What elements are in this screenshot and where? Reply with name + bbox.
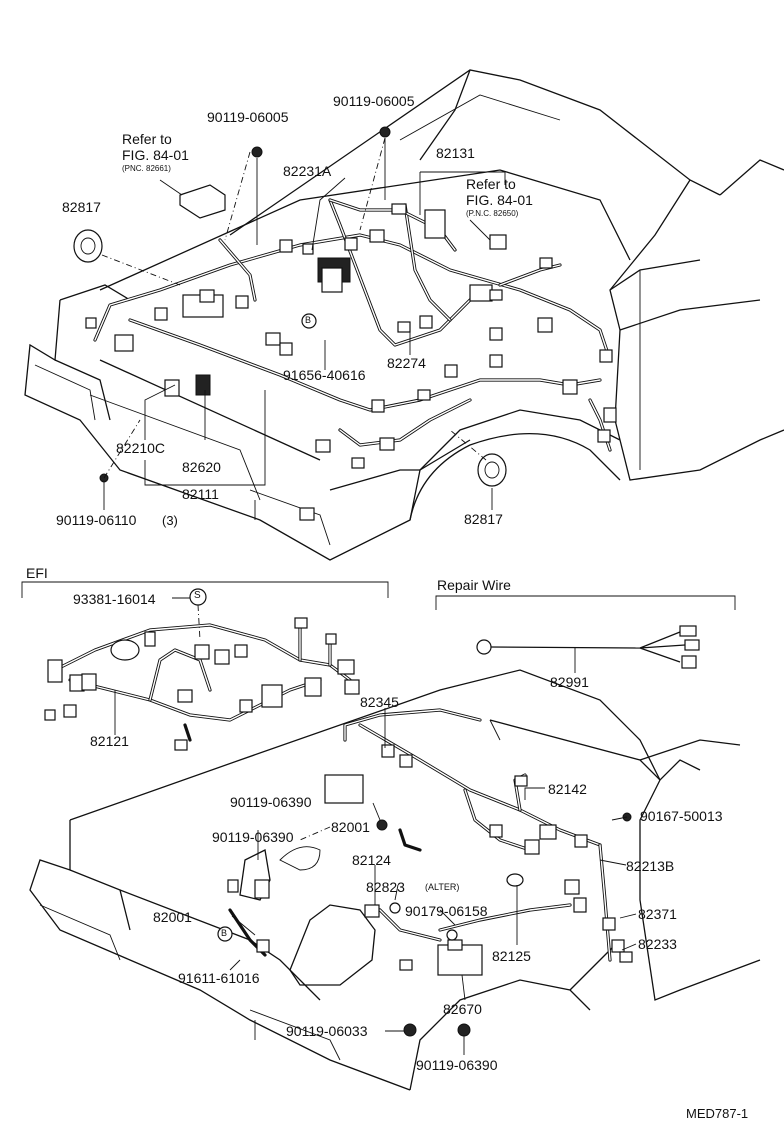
- label-91656-40616: 91656-40616: [283, 367, 366, 383]
- label-82001-b: 82001: [153, 909, 192, 925]
- label-bolt-90119-06005-b: 90119-06005: [333, 93, 415, 109]
- upper-leader-lines: [101, 137, 506, 510]
- lower-harness: [217, 708, 633, 1037]
- label-82991: 82991: [550, 674, 589, 690]
- label-82111: 82111: [182, 486, 219, 502]
- lower-vehicle-body: [29, 669, 761, 1091]
- label-82142: 82142: [548, 781, 587, 797]
- repair-section-title: Repair Wire: [437, 577, 511, 593]
- label-82001-a: 82001: [331, 819, 370, 835]
- label-82210c: 82210C: [116, 440, 166, 456]
- label-82371: 82371: [638, 906, 677, 922]
- label-82817-left: 82817: [62, 199, 101, 215]
- label-82124: 82124: [352, 852, 391, 868]
- efi-section: [21, 581, 389, 751]
- label-bolt-90119-06033: 90119-06033: [286, 1023, 368, 1039]
- refer-to-pnc-1: (PNC. 82661): [122, 164, 171, 173]
- label-82121: 82121: [90, 733, 129, 749]
- lower-leader-lines: [229, 708, 637, 1055]
- label-bolt-qty: (3): [162, 513, 178, 528]
- label-82274: 82274: [387, 355, 426, 371]
- grommet-b-marker: B: [305, 315, 312, 325]
- s-marker: S: [194, 590, 201, 601]
- refer-to-label-1: Refer to: [122, 131, 172, 147]
- b-marker: B: [221, 928, 228, 938]
- label-91611-61016: 91611-61016: [178, 970, 260, 986]
- label-bolt-90119-06390-a: 90119-06390: [230, 794, 312, 810]
- label-82345: 82345: [360, 694, 399, 710]
- label-82817-right: 82817: [464, 511, 503, 527]
- label-82131: 82131: [436, 145, 475, 161]
- label-90179-06158: 90179-06158: [405, 903, 488, 919]
- harness-82111: [73, 126, 617, 521]
- refer-to-fig-2: FIG. 84-01: [466, 192, 533, 208]
- label-82823-note: (ALTER): [425, 882, 460, 892]
- label-bolt-90119-06005-a: 90119-06005: [207, 109, 289, 125]
- refer-to-pnc-2: (P.N.C. 82650): [466, 209, 519, 218]
- label-bolt-90119-06110: 90119-06110: [56, 512, 137, 528]
- label-82823: 82823: [366, 879, 405, 895]
- efi-section-title: EFI: [26, 565, 48, 581]
- label-93381-16014: 93381-16014: [73, 591, 156, 607]
- label-90167-50013: 90167-50013: [640, 808, 723, 824]
- figure-code: MED787-1: [686, 1106, 749, 1121]
- refer-to-fig-1: FIG. 84-01: [122, 147, 189, 163]
- refer-to-label-2: Refer to: [466, 176, 516, 192]
- repair-wire-section: [435, 595, 736, 673]
- label-82213b: 82213B: [626, 858, 675, 874]
- label-82233: 82233: [638, 936, 677, 952]
- label-82231a: 82231A: [283, 163, 332, 179]
- label-82125: 82125: [492, 948, 531, 964]
- label-bolt-90119-06390-b: 90119-06390: [212, 829, 294, 845]
- label-82620: 82620: [182, 459, 221, 475]
- label-bolt-90119-06390-c: 90119-06390: [416, 1057, 498, 1073]
- label-82670: 82670: [443, 1001, 482, 1017]
